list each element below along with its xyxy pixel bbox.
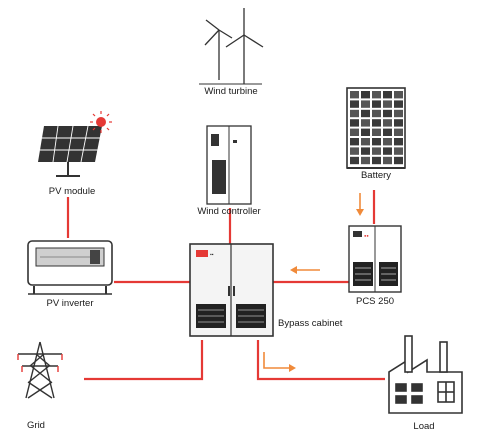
battery-cell xyxy=(350,100,359,108)
label-pcs: PCS 250 xyxy=(355,296,395,307)
connection-lines xyxy=(66,190,385,381)
battery-cell xyxy=(394,91,403,99)
svg-text:▪▪: ▪▪ xyxy=(210,252,214,258)
battery-cell xyxy=(372,91,381,99)
battery-cell xyxy=(361,109,370,118)
grid-tower-icon xyxy=(17,341,63,399)
arrow-load-right xyxy=(263,352,296,372)
pcs-cabinet-icon: ●● xyxy=(348,225,402,293)
battery-cell xyxy=(350,128,359,136)
arrow-battery-down xyxy=(356,193,364,216)
battery-cell xyxy=(361,91,370,99)
battery-cell xyxy=(372,156,381,165)
battery-cell xyxy=(361,119,370,127)
battery-cell xyxy=(394,100,403,108)
battery-cell xyxy=(394,128,403,136)
battery-cell xyxy=(361,156,370,165)
line-bypass-load xyxy=(256,340,385,381)
battery-cell xyxy=(372,128,381,136)
battery-cell xyxy=(361,100,370,108)
battery-cell xyxy=(350,138,359,146)
battery-cell xyxy=(383,128,392,136)
bypass-cabinet-icon: ▪▪ xyxy=(189,243,274,337)
inverter-icon xyxy=(27,240,113,295)
battery-cell xyxy=(350,156,359,165)
label-pv-module: PV module xyxy=(48,186,96,197)
battery-cell xyxy=(383,109,392,118)
battery-cell xyxy=(350,147,359,155)
battery-cell xyxy=(350,91,359,99)
factory-icon xyxy=(388,335,463,414)
battery-cell xyxy=(394,138,403,146)
wind-turbine-icon xyxy=(199,8,264,85)
battery-cell xyxy=(394,147,403,155)
battery-cell xyxy=(383,119,392,127)
flow-arrows xyxy=(263,193,364,372)
solar-panel-icon xyxy=(38,111,112,177)
battery-cell xyxy=(394,119,403,127)
label-battery: Battery xyxy=(360,170,392,181)
battery-cell xyxy=(383,100,392,108)
battery-cell xyxy=(383,138,392,146)
battery-cell xyxy=(394,156,403,165)
battery-cell xyxy=(350,119,359,127)
label-pv-inverter: PV inverter xyxy=(46,298,94,309)
battery-cell xyxy=(383,156,392,165)
label-load: Load xyxy=(413,421,435,432)
label-wind-turbine: Wind turbine xyxy=(204,86,258,97)
battery-cell xyxy=(361,138,370,146)
battery-cell xyxy=(361,128,370,136)
battery-cell xyxy=(372,109,381,118)
battery-cell xyxy=(383,147,392,155)
battery-cell xyxy=(350,109,359,118)
label-grid: Grid xyxy=(27,420,45,431)
battery-cell xyxy=(372,119,381,127)
line-grid-bypass xyxy=(84,340,204,381)
sun-icon xyxy=(90,111,112,133)
battery-cell xyxy=(372,100,381,108)
label-wind-controller: Wind controller xyxy=(197,206,261,217)
battery-rack-icon xyxy=(346,87,406,169)
wind-controller-icon xyxy=(206,125,252,205)
battery-cell xyxy=(361,147,370,155)
battery-cell xyxy=(372,147,381,155)
arrow-pcs-left xyxy=(290,266,320,274)
battery-cell xyxy=(394,109,403,118)
battery-cell xyxy=(372,138,381,146)
battery-cell xyxy=(383,91,392,99)
label-bypass-cabinet: Bypass cabinet xyxy=(278,318,343,329)
svg-text:●●: ●● xyxy=(364,233,369,238)
